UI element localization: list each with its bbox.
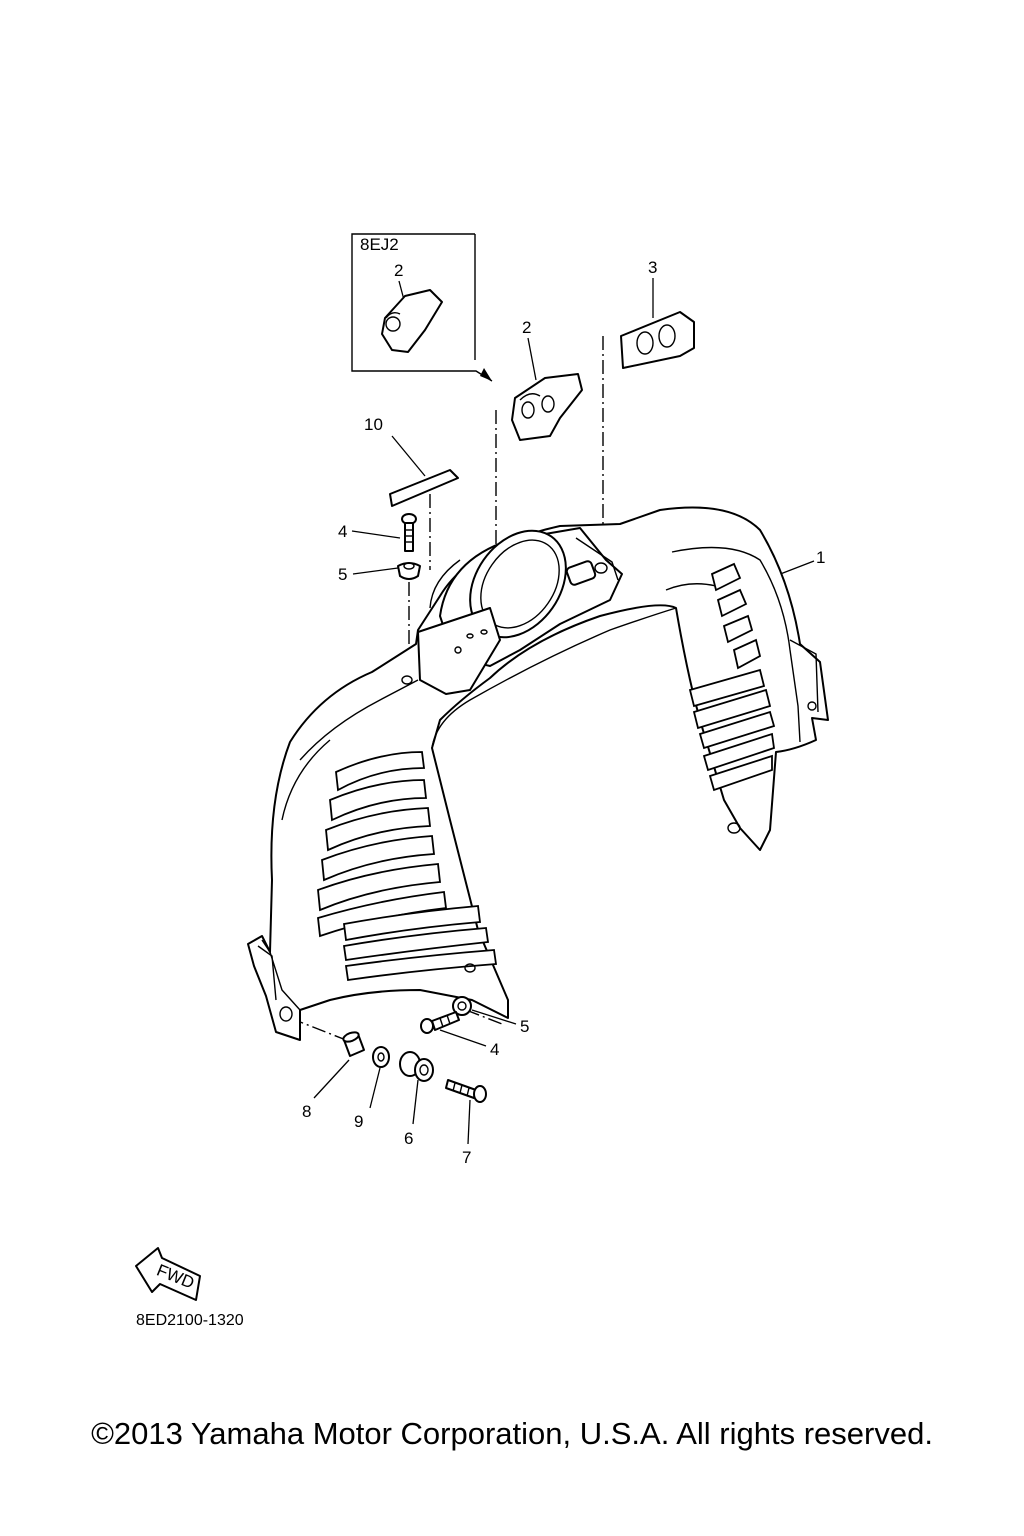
callout-5-bottom: 5	[520, 1017, 529, 1036]
copyright-notice: ©2013 Yamaha Motor Corporation, U.S.A. A…	[91, 1416, 933, 1451]
part-1-cowling: 1	[247, 506, 829, 1041]
part-7-bolt: 7	[445, 1079, 487, 1167]
callout-4-bottom: 4	[490, 1040, 499, 1059]
part-8-collar: 8	[302, 1031, 365, 1121]
part-9-washer: 9	[354, 1046, 390, 1131]
callout-3: 3	[648, 258, 657, 277]
part-6-damper: 6	[399, 1051, 434, 1148]
part-4-screw-top: 4	[338, 513, 417, 552]
callout-2-inset: 2	[394, 261, 403, 280]
part-5-grommet-top: 5	[338, 562, 421, 584]
part-3-indicator-plate: 3	[620, 258, 695, 369]
callout-4-top: 4	[338, 522, 347, 541]
exploded-parts-diagram: 8EJ2 2 3 2 10	[135, 233, 829, 1301]
callout-1: 1	[816, 548, 825, 567]
callout-6: 6	[404, 1129, 413, 1148]
callout-10: 10	[364, 415, 383, 434]
inset-box-8ej2: 8EJ2 2	[351, 233, 493, 382]
callout-5-top: 5	[338, 565, 347, 584]
part-4-screw-bottom: 4	[420, 1011, 499, 1059]
inset-label: 8EJ2	[360, 235, 399, 254]
part-5-grommet-bottom: 5	[452, 996, 529, 1036]
part-10-strip: 10	[364, 415, 459, 507]
callout-9: 9	[354, 1112, 363, 1131]
drawing-code: 8ED2100-1320	[136, 1312, 244, 1329]
callout-8: 8	[302, 1102, 311, 1121]
part-2-emblem-plate: 2	[511, 318, 583, 441]
callout-2: 2	[522, 318, 531, 337]
emblem-plate-inset	[381, 289, 443, 353]
fwd-arrow-icon: FWD	[135, 1247, 201, 1301]
callout-7: 7	[462, 1148, 471, 1167]
